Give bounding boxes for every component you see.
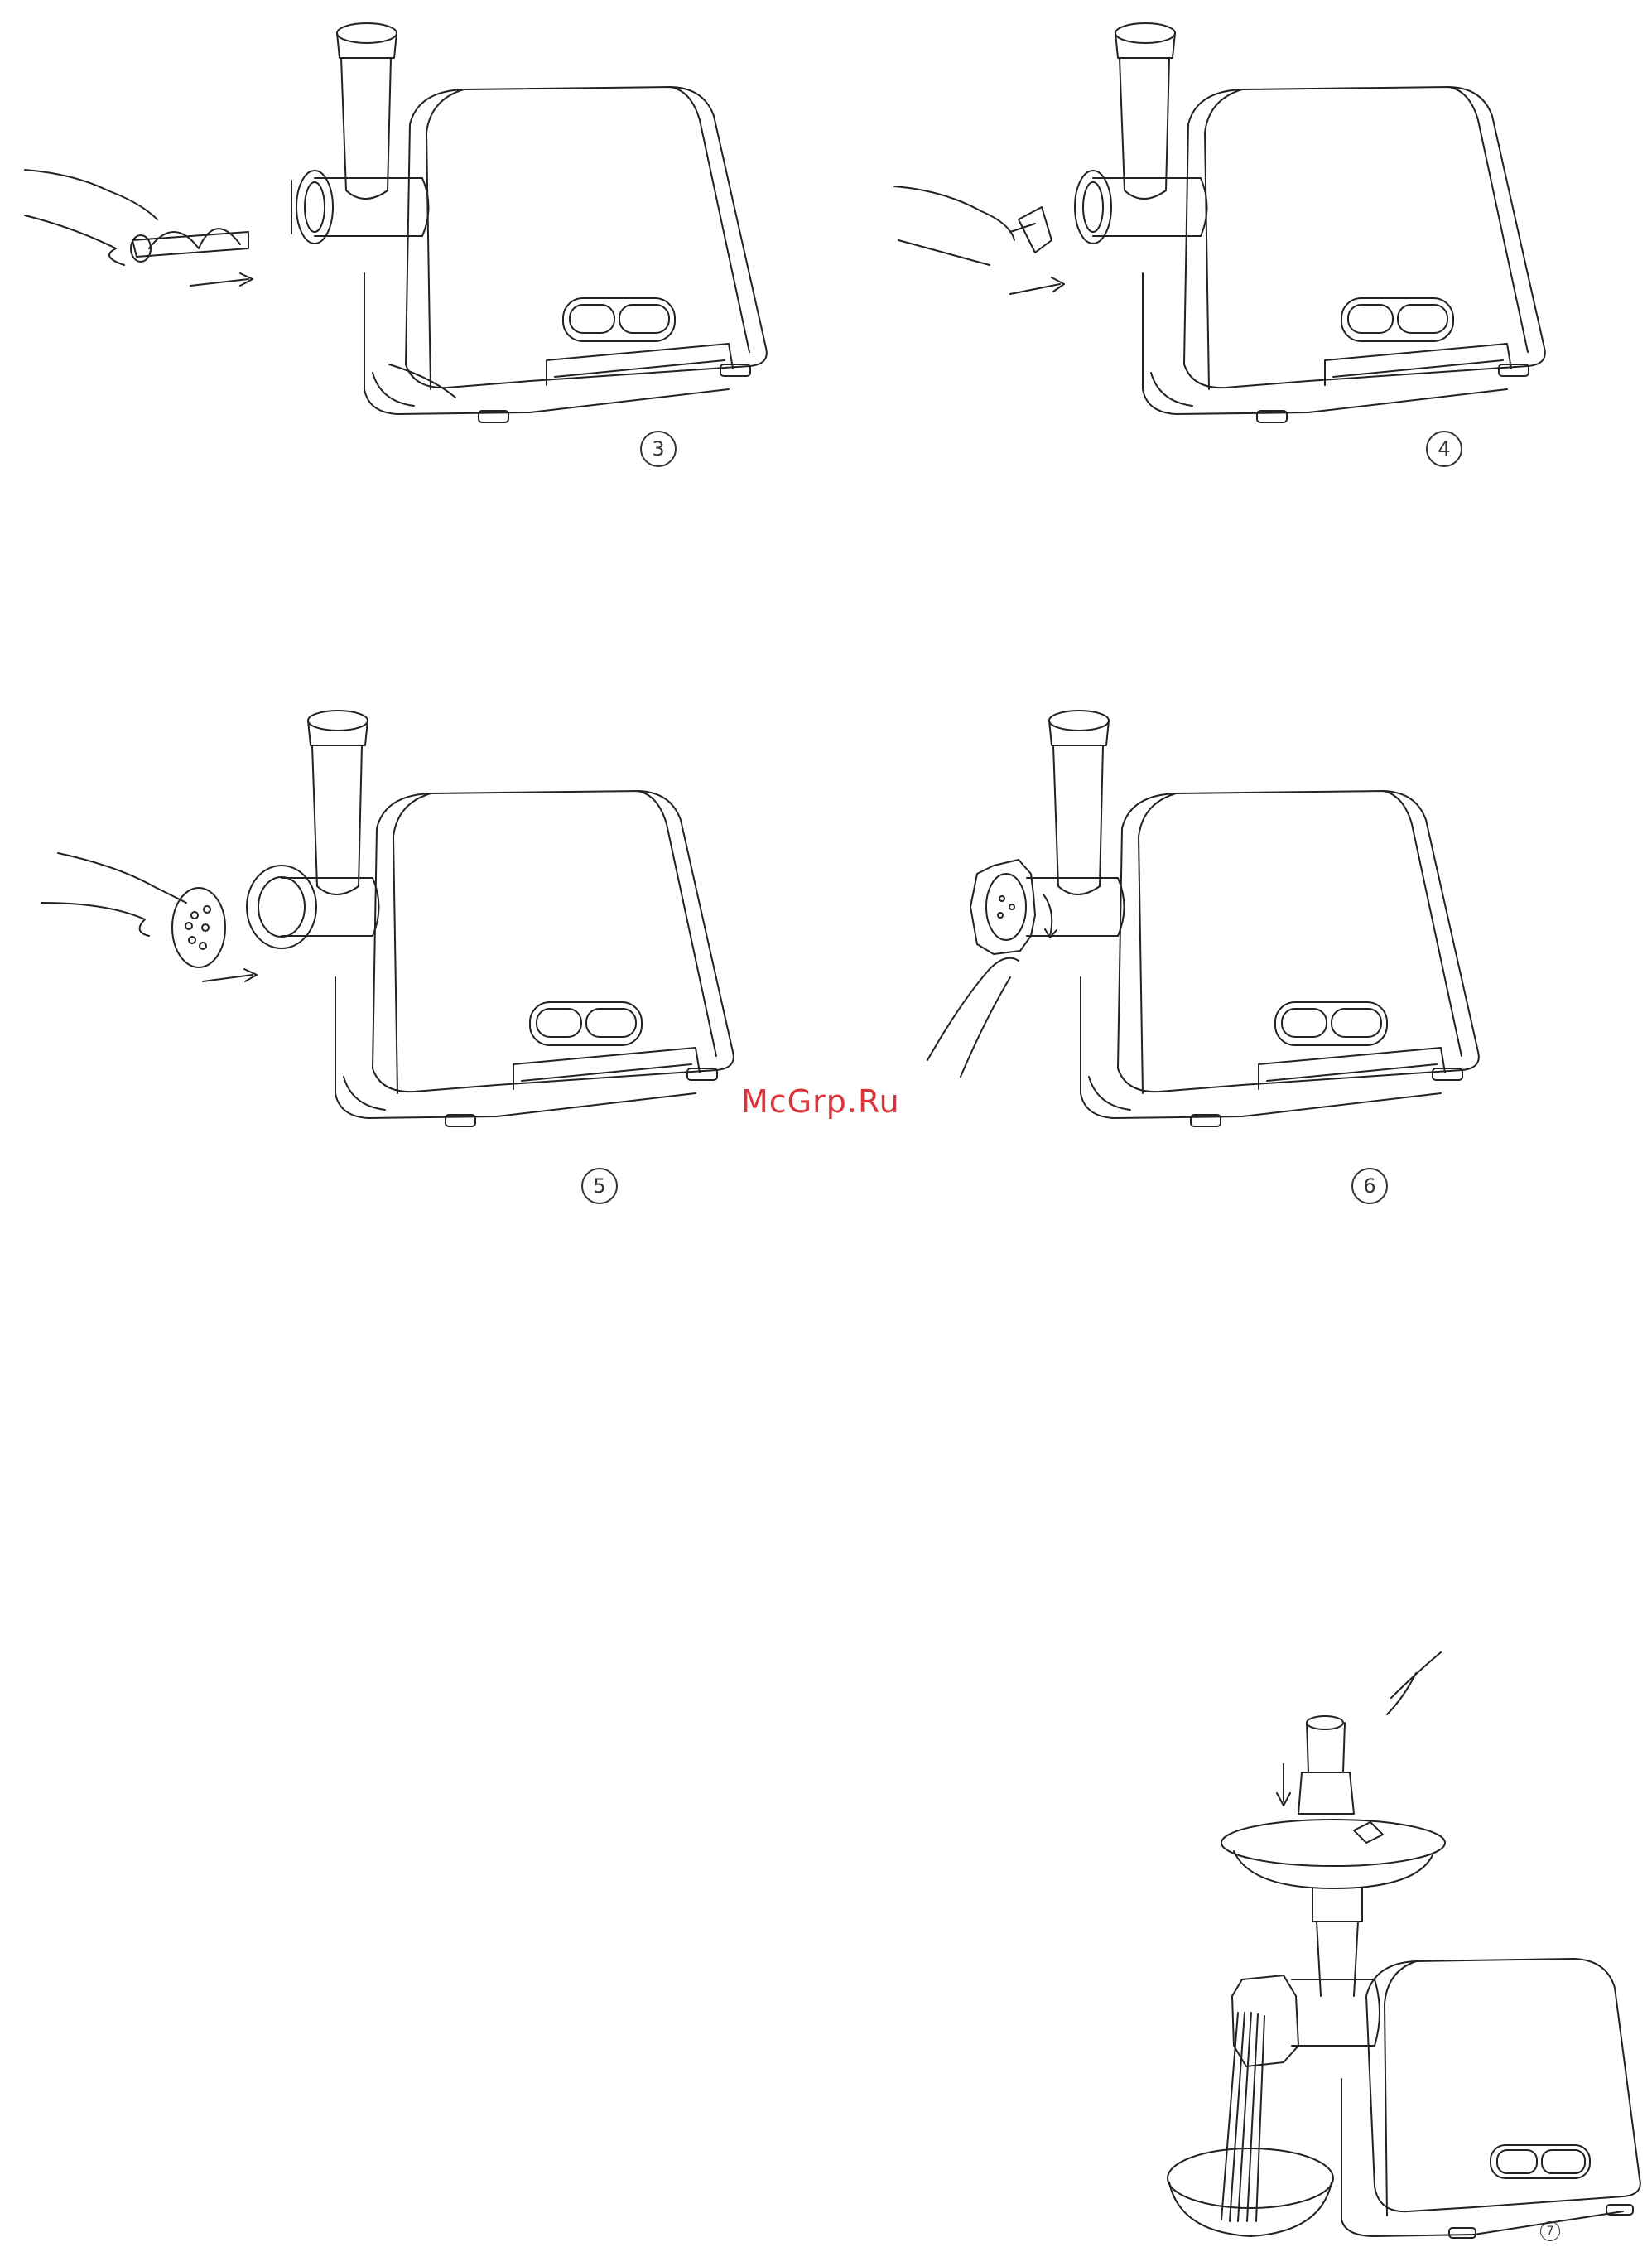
mincer-illustration-3 bbox=[0, 0, 795, 480]
watermark-text: McGrp.Ru bbox=[741, 1083, 900, 1120]
mincer-illustration-7 bbox=[1159, 1648, 1652, 2247]
step-number-badge: 3 bbox=[640, 431, 677, 467]
figure-step-4: 4 bbox=[828, 0, 1623, 480]
step-number-badge: 6 bbox=[1351, 1168, 1388, 1204]
step-number-badge: 7 bbox=[1540, 2221, 1560, 2241]
mincer-illustration-5 bbox=[0, 687, 795, 1209]
figure-step-7: 7 bbox=[1159, 1648, 1652, 2247]
figure-step-5: 5 bbox=[0, 687, 795, 1209]
figure-step-6: 6 bbox=[828, 687, 1623, 1209]
step-number-badge: 5 bbox=[581, 1168, 618, 1204]
mincer-illustration-6 bbox=[828, 687, 1623, 1209]
step-number-badge: 4 bbox=[1426, 431, 1462, 467]
mincer-illustration-4 bbox=[828, 0, 1623, 480]
figure-step-3: 3 bbox=[0, 0, 795, 480]
